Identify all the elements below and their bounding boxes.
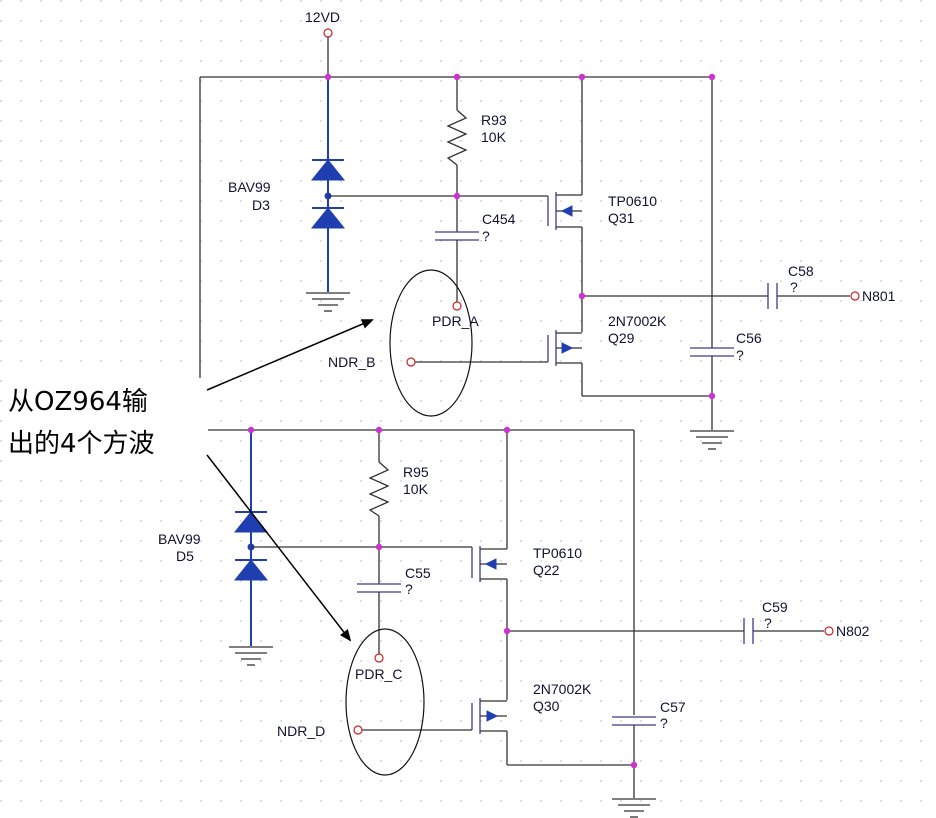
- c56-ref: C56: [736, 330, 762, 346]
- annotation-line2: 出的4个方波: [8, 429, 155, 459]
- capacitor-c58: C58 ?: [767, 263, 850, 309]
- c59-value: ?: [764, 615, 772, 631]
- c55-value: ?: [405, 581, 413, 597]
- pdr-c-label: PDR_C: [355, 666, 402, 682]
- ndr-d-port: [353, 725, 363, 735]
- highlight-ellipse-upper: [389, 269, 473, 417]
- q22-type: TP0610: [533, 545, 582, 561]
- ndr-d-label: NDR_D: [277, 723, 325, 739]
- arrow-to-upper: [206, 319, 374, 391]
- ndr-b-label: NDR_B: [328, 354, 375, 370]
- power-label: 12VD: [305, 9, 340, 25]
- q29-type: 2N7002K: [608, 313, 667, 329]
- pdr-c-port: [374, 653, 384, 663]
- nmos-q29: 2N7002K Q29: [547, 313, 667, 366]
- arrow-to-lower: [206, 454, 352, 642]
- ground-symbol: [229, 646, 273, 666]
- capacitor-c57: C57 ?: [612, 699, 686, 798]
- q22-ref: Q22: [533, 562, 560, 578]
- highlight-ellipse-lower: [345, 628, 425, 776]
- capacitor-c56: C56 ?: [690, 330, 762, 430]
- capacitor-c55: C55 ?: [357, 547, 431, 654]
- r95-value: 10K: [403, 481, 429, 497]
- q30-ref: Q30: [533, 698, 560, 714]
- pdr-a-label: PDR_A: [432, 313, 479, 329]
- ground-symbol: [306, 292, 350, 312]
- c58-value: ?: [790, 279, 798, 295]
- n802-label: N802: [836, 623, 870, 639]
- capacitor-c59: C59 ?: [743, 599, 824, 644]
- r93-ref: R93: [481, 112, 507, 128]
- c58-ref: C58: [788, 263, 814, 279]
- annotation-background: [6, 378, 208, 464]
- pdr-a-port: [452, 301, 462, 311]
- c56-value: ?: [736, 347, 744, 363]
- pmos-q22: TP0610 Q22: [471, 545, 582, 582]
- c454-value: ?: [482, 228, 490, 244]
- c57-ref: C57: [660, 699, 686, 715]
- q30-type: 2N7002K: [533, 681, 592, 697]
- ground-symbol: [612, 798, 656, 818]
- n801-port: [850, 291, 860, 301]
- q29-ref: Q29: [608, 330, 635, 346]
- n801-label: N801: [862, 288, 896, 304]
- resistor-r93: R93 10K: [446, 77, 507, 196]
- q31-ref: Q31: [608, 210, 635, 226]
- c57-value: ?: [660, 715, 668, 731]
- c55-ref: C55: [405, 565, 431, 581]
- c454-ref: C454: [482, 211, 516, 227]
- n802-port: [824, 626, 834, 636]
- annotation-line1: 从OZ964输: [8, 387, 148, 417]
- annotation: 从OZ964输 出的4个方波: [6, 319, 374, 642]
- resistor-r95: R95 10K: [368, 430, 429, 547]
- ground-symbol: [690, 430, 734, 450]
- nmos-q30: 2N7002K Q30: [471, 681, 592, 734]
- r95-ref: R95: [403, 464, 429, 480]
- c59-ref: C59: [762, 599, 788, 615]
- power-rail: 12VD: [199, 9, 713, 715]
- d3-ref: D3: [252, 197, 270, 213]
- power-port: [323, 28, 333, 38]
- lower-stage: BAV99 D5 R95 10K C55 ? PDR_C: [158, 426, 870, 818]
- d5-type: BAV99: [158, 531, 201, 547]
- r93-value: 10K: [481, 129, 507, 145]
- upper-stage: BAV99 D3 R93 10K C454 ?: [228, 73, 896, 450]
- capacitor-c454: C454 ?: [435, 196, 516, 302]
- d3-type: BAV99: [228, 179, 271, 195]
- d5-ref: D5: [176, 548, 194, 564]
- ndr-b-port: [406, 357, 416, 367]
- q31-type: TP0610: [608, 193, 657, 209]
- pmos-q31: TP0610 Q31: [547, 192, 657, 230]
